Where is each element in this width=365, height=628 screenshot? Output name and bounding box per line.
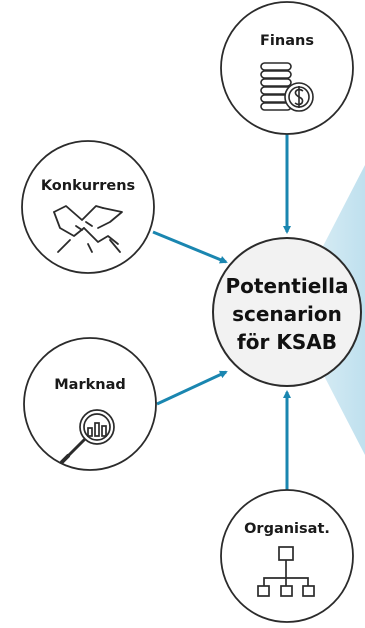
- node-konkurrens-label: Konkurrens: [41, 178, 135, 194]
- center-node: Potentiella scenarion för KSAB: [212, 237, 362, 387]
- coins-dollar-icon: [260, 62, 314, 112]
- org-chart-icon: [257, 546, 315, 597]
- node-finans-label: Finans: [260, 33, 314, 49]
- node-konkurrens: Konkurrens: [21, 140, 155, 274]
- arrow-marknad: [156, 370, 228, 406]
- handshake-icon: [53, 205, 123, 253]
- node-organisation: Organisat.: [220, 489, 354, 623]
- node-marknad: Marknad: [23, 337, 157, 471]
- center-label-line1: Potentiella: [226, 274, 349, 298]
- arrow-konkurrens: [152, 230, 228, 264]
- center-label-line2: scenarion: [232, 302, 342, 326]
- magnifier-chart-icon: [60, 409, 115, 464]
- center-label-line3: för KSAB: [237, 330, 337, 354]
- node-organisation-label: Organisat.: [244, 521, 330, 537]
- node-marknad-label: Marknad: [54, 377, 126, 393]
- node-finans: Finans: [220, 1, 354, 135]
